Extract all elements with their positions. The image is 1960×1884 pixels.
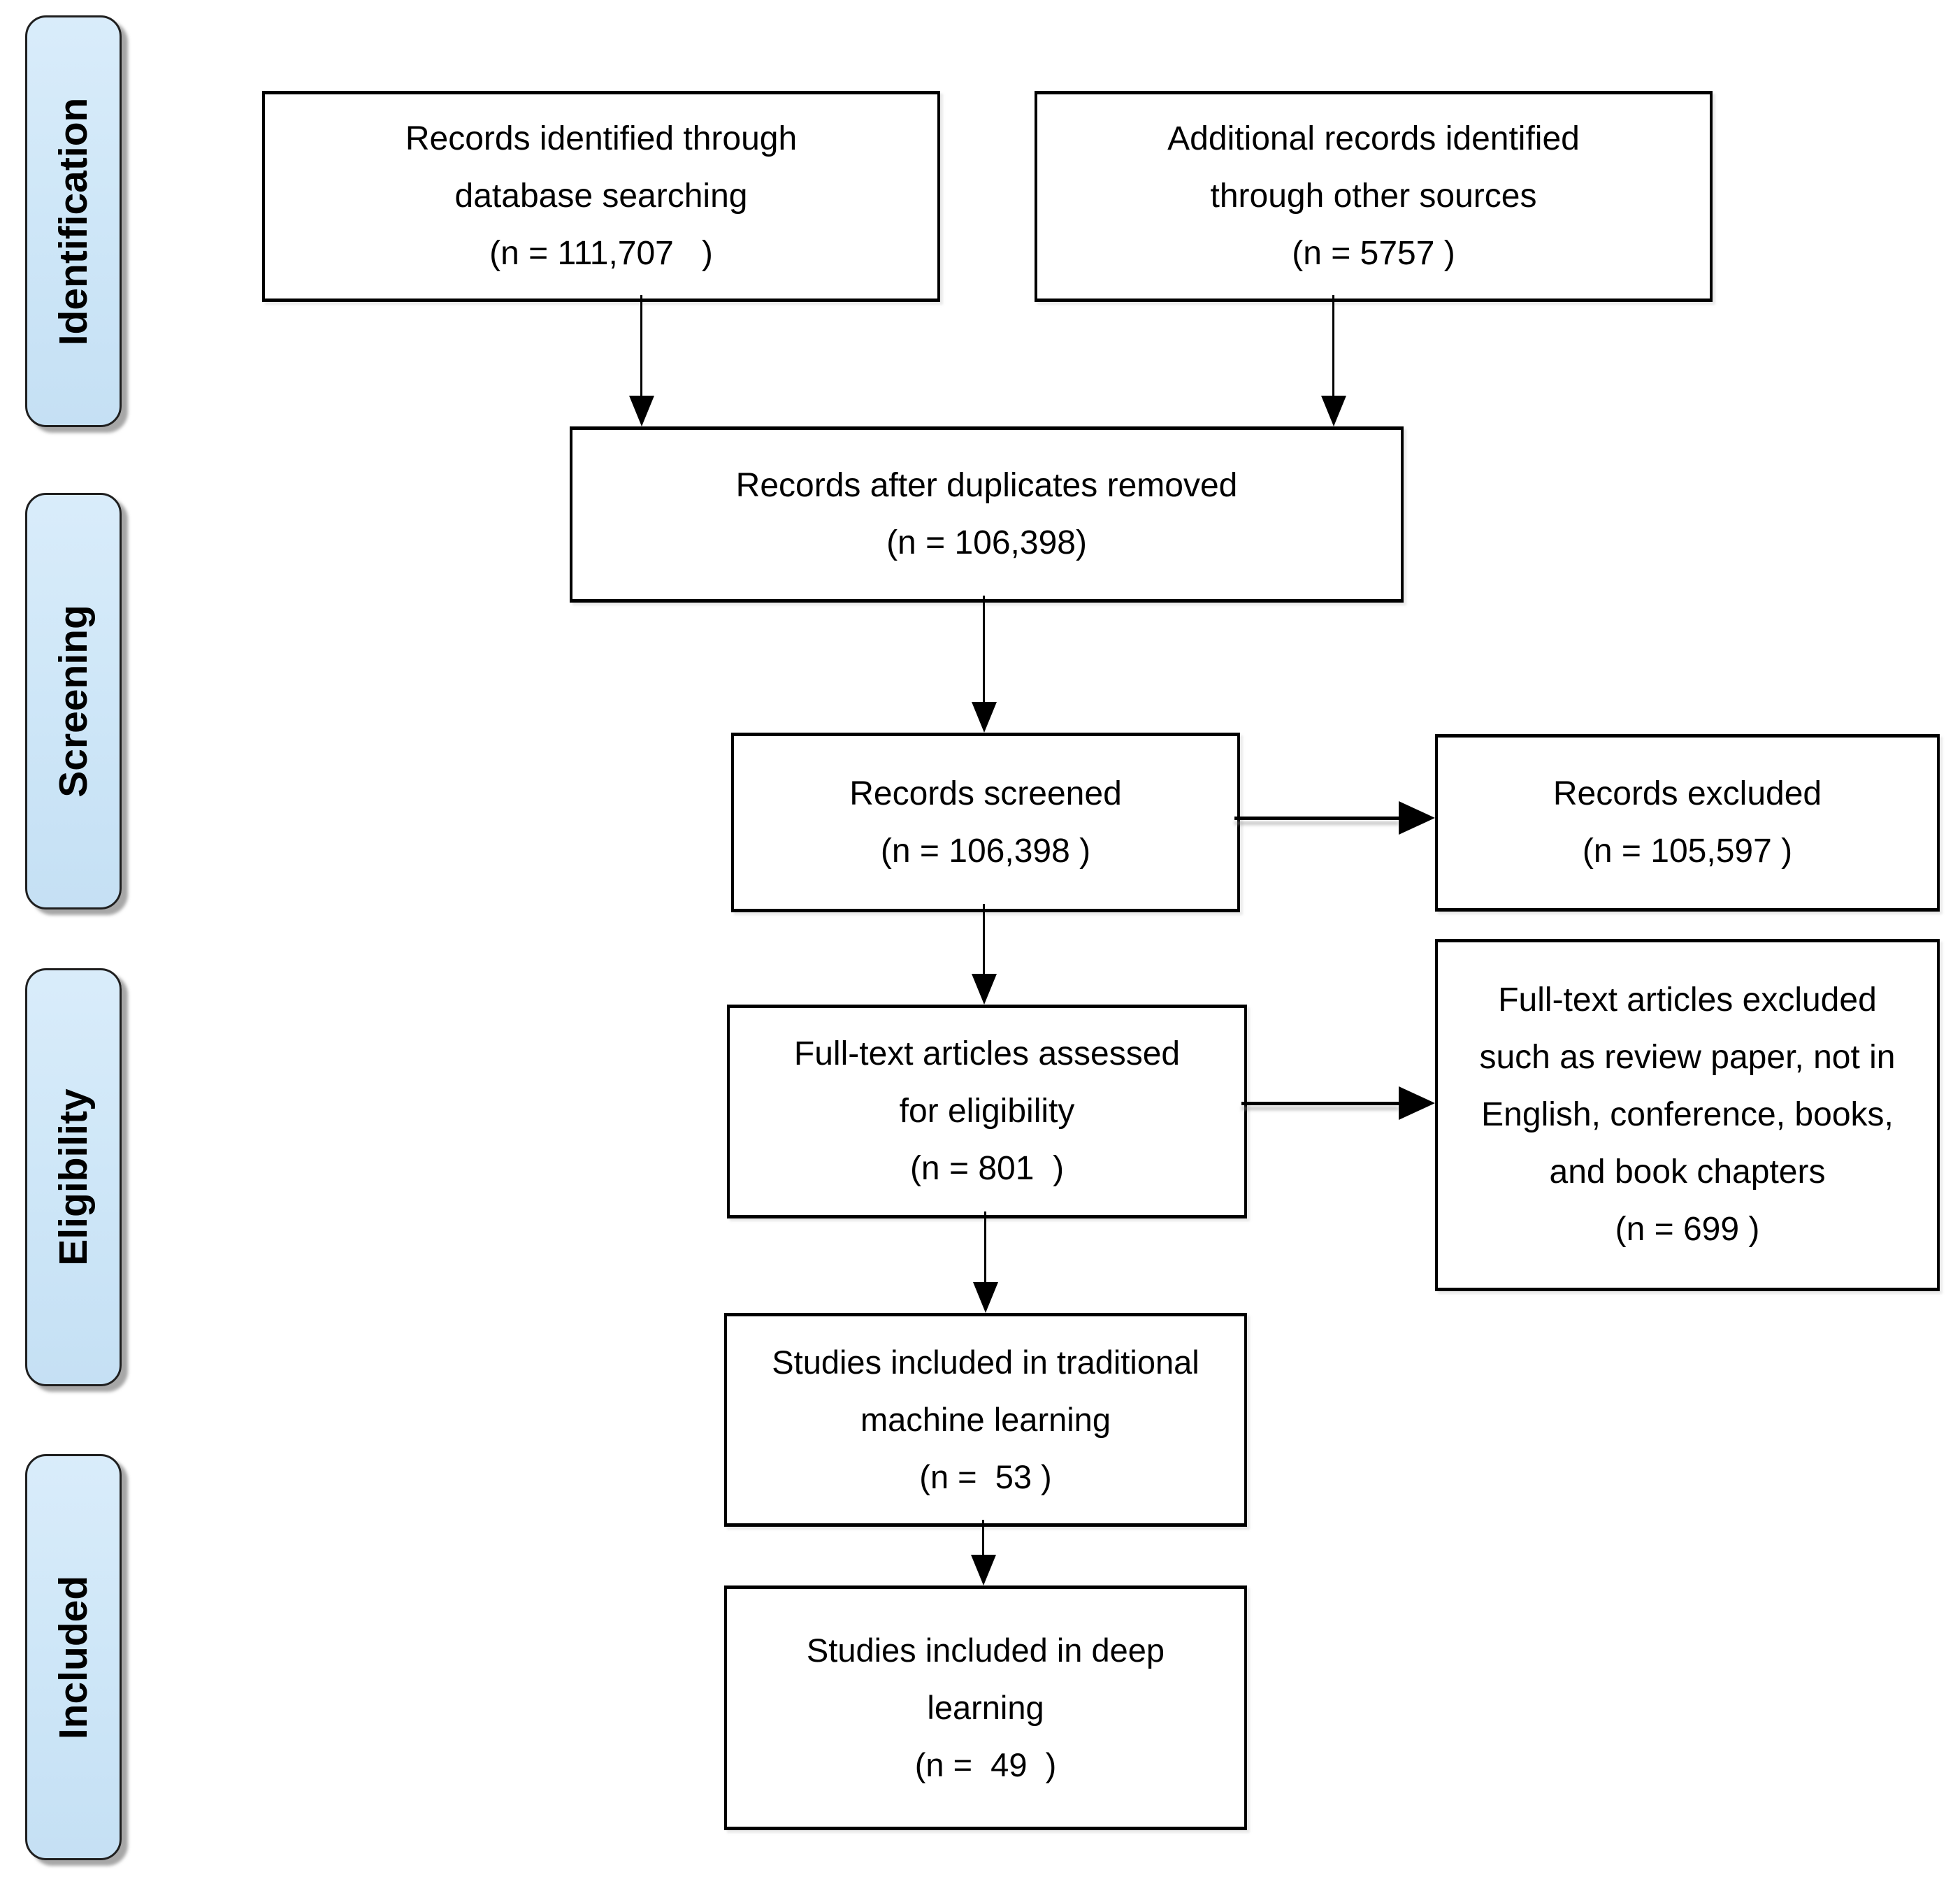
box-text-line: Full-text articles assessed [793,1035,1181,1072]
box-text-line: Studies included in traditional [772,1344,1199,1381]
arrow-line-screened-to-excluded [1234,817,1399,820]
box-text-line: (n = 49 ) [914,1746,1057,1783]
stage-label-text: Included [51,1575,96,1739]
arrow-line-fulltext-to-traditional [984,1211,986,1283]
box-text-line: (n = 106,398 ) [880,832,1091,870]
box-text-line: English, conference, books, [1481,1096,1894,1133]
box-fulltext-excluded: Full-text articles excluded such as revi… [1435,939,1940,1291]
box-text-line: and book chapters [1549,1153,1826,1191]
arrow-head-right-icon [1399,1086,1435,1120]
box-after-duplicates: Records after duplicates removed (n = 10… [570,426,1404,603]
box-text-line: Records screened [849,775,1122,812]
box-text-line: Records identified through [405,120,798,157]
box-records-excluded: Records excluded (n = 105,597 ) [1435,734,1940,912]
box-text-line: Full-text articles excluded [1498,981,1877,1019]
box-included-traditional-ml: Studies included in traditional machine … [724,1313,1247,1527]
box-text-line: database searching [454,178,748,215]
box-text-line: Records after duplicates removed [735,467,1238,504]
box-text-line: learning [927,1689,1044,1726]
arrow-head-down-icon [971,1555,996,1585]
arrow-head-down-icon [629,396,654,426]
box-additional-records: Additional records identified through ot… [1035,91,1713,302]
stage-label-text: Screening [51,605,96,798]
box-fulltext-assessed: Full-text articles assessed for eligibil… [727,1005,1247,1218]
box-text-line: through other sources [1210,178,1537,215]
arrow-head-down-icon [1321,396,1346,426]
box-text-line: (n = 111,707 ) [489,235,713,272]
box-text-line: (n = 5757 ) [1292,235,1455,272]
stage-label-text: Eligibility [51,1088,96,1266]
arrow-line-fulltext-to-excluded [1241,1102,1399,1105]
box-text-line: (n = 699 ) [1615,1211,1760,1248]
stage-label-eligibility: Eligibility [25,968,122,1386]
stage-label-screening: Screening [25,493,122,909]
stage-label-text: Identification [51,97,96,345]
box-text-line: such as review paper, not in [1479,1039,1896,1076]
box-text-line: (n = 106,398) [886,524,1087,561]
box-text-line: (n = 801 ) [909,1150,1065,1187]
arrow-line-additional-to-duplicates [1332,295,1334,396]
box-text-line: for eligibility [899,1093,1075,1130]
box-text-line: (n = 53 ) [919,1458,1052,1495]
box-text-line: machine learning [860,1401,1111,1438]
stage-label-identification: Identification [25,15,122,427]
arrow-line-identified-to-duplicates [640,295,642,396]
arrow-line-screened-to-fulltext [983,904,985,975]
arrow-head-down-icon [972,702,997,733]
arrow-head-down-icon [973,1282,998,1313]
box-text-line: Additional records identified [1167,120,1580,157]
box-text-line: (n = 105,597 ) [1582,833,1793,870]
box-included-deep-learning: Studies included in deep learning (n = 4… [724,1585,1247,1830]
arrow-line-duplicates-to-screened [983,596,985,702]
arrow-line-traditional-to-deep [982,1520,984,1556]
arrow-head-down-icon [972,974,997,1005]
box-records-identified: Records identified through database sear… [262,91,940,302]
arrow-head-right-icon [1399,801,1435,835]
stage-label-included: Included [25,1454,122,1860]
box-text-line: Studies included in deep [806,1632,1165,1669]
box-records-screened: Records screened (n = 106,398 ) [731,733,1240,912]
box-text-line: Records excluded [1552,775,1822,812]
